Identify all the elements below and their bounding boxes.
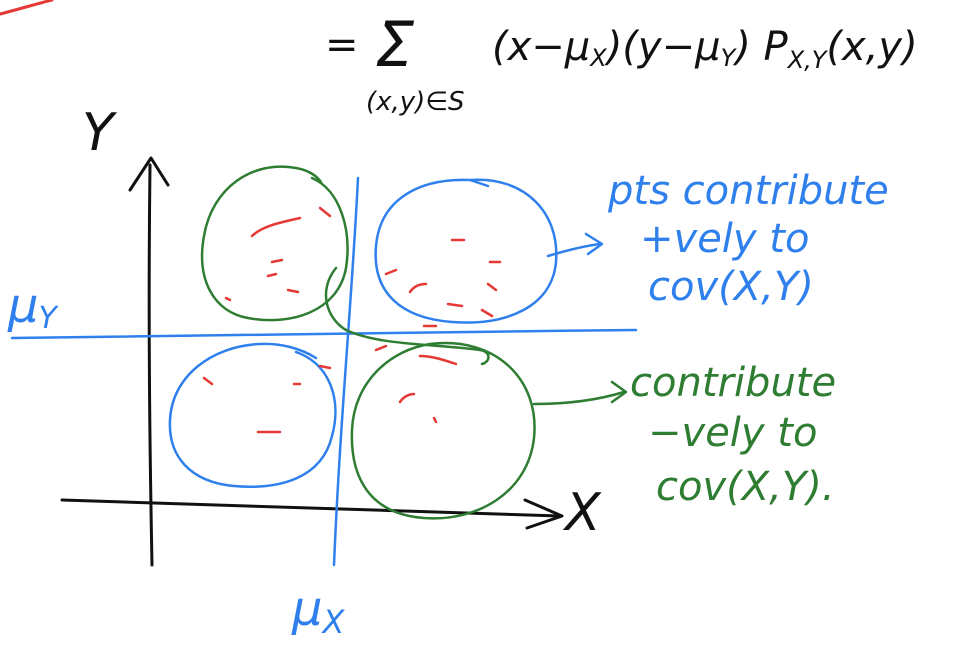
point (202, 376, 214, 386)
point (398, 392, 416, 404)
positive-annotation-line-2: +vely to (640, 216, 809, 262)
data-points (202, 206, 502, 434)
negative-arrowhead (610, 380, 628, 404)
formula-sum-subscript: (x,y)∈S (366, 87, 464, 117)
cluster-top-left (200, 165, 349, 322)
point (374, 344, 388, 352)
mu-y-label: μY (7, 278, 60, 336)
point (250, 216, 302, 238)
positive-annotation: pts contribute +vely to cov(X,Y) (607, 168, 889, 310)
point (266, 272, 278, 278)
cluster-bottom-right (350, 341, 536, 520)
point (418, 354, 458, 366)
point (384, 268, 398, 276)
positive-annotation-line-1: pts contribute (607, 168, 889, 214)
axes (60, 156, 564, 567)
formula-sum-symbol: Σ (375, 8, 415, 81)
point (270, 258, 284, 264)
mean-lines (10, 176, 638, 567)
positive-arrowhead (584, 232, 604, 256)
annotation-arrows (532, 232, 628, 406)
negative-arrow (532, 390, 626, 406)
cluster-connector-loop (324, 266, 490, 366)
mu-y-line (10, 328, 638, 340)
corner-circle-fragment (0, 0, 54, 16)
cluster-top-right (374, 178, 558, 324)
point (224, 296, 232, 302)
negative-annotation-line-2: −vely to (648, 410, 817, 456)
positive-annotation-line-3: cov(X,Y) (648, 264, 814, 310)
negative-annotation-line-1: contribute (630, 360, 836, 406)
point (446, 302, 464, 308)
negative-annotation-line-3: cov(X,Y). (656, 464, 835, 510)
point (432, 416, 438, 424)
positive-arrow (546, 242, 602, 258)
formula-equals: = (325, 22, 359, 68)
y-axis-arrowhead (128, 156, 170, 192)
point (286, 288, 300, 294)
negative-annotation: contribute −vely to cov(X,Y). (630, 360, 836, 510)
x-axis-label: X (562, 483, 602, 543)
covariance-formula: = Σ (x,y)∈S (x−μX)(y−μY) PX,Y(x,y) (325, 8, 918, 117)
point (408, 282, 428, 294)
x-axis-arrowhead (523, 498, 564, 530)
clusters (168, 165, 558, 520)
cluster-bottom-left (168, 342, 337, 488)
point (480, 308, 494, 318)
mu-x-line (332, 176, 360, 567)
formula-summand: (x−μX)(y−μY) PX,Y(x,y) (492, 24, 918, 74)
point (318, 364, 332, 370)
point (486, 282, 498, 292)
mu-x-label: μX (291, 581, 346, 641)
y-axis-line (147, 163, 154, 567)
point (318, 206, 332, 218)
x-axis-line (60, 498, 562, 518)
y-axis-label: Y (82, 103, 118, 163)
